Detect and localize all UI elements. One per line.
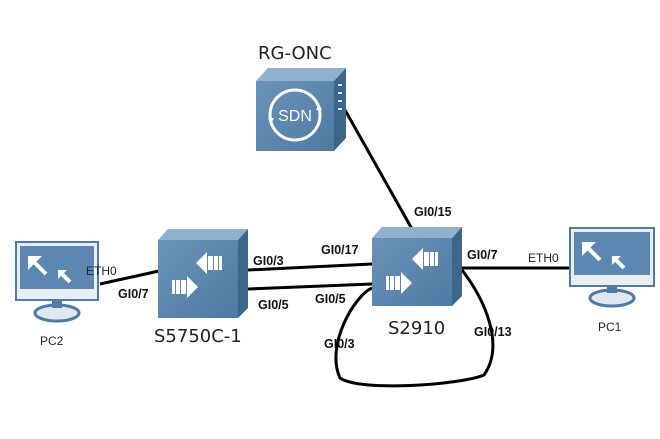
port-label: GI0/7	[118, 287, 149, 301]
pc2-screen	[20, 246, 94, 289]
controller-label: RG-ONC	[258, 43, 332, 64]
switch-s5750[interactable]: S5750C-1	[154, 229, 248, 347]
s5750-label: S5750C-1	[154, 326, 242, 347]
port-label: GI0/3	[324, 337, 355, 351]
pc1-device[interactable]: PC1	[569, 227, 655, 334]
port-label: ETH0	[86, 264, 117, 278]
port-label: GI0/15	[414, 205, 452, 219]
s5750-front-face	[158, 240, 238, 318]
sdn-ring-icon	[268, 88, 322, 142]
port-label: GI0/7	[467, 248, 498, 262]
link-pc2-s5750	[99, 269, 160, 286]
controller-device[interactable]: SDN RG-ONC	[256, 43, 346, 151]
link-s2910-controller	[343, 109, 414, 230]
s2910-label: S2910	[388, 318, 445, 339]
pc2-neck	[52, 300, 62, 308]
port-labels: ETH0 GI0/7 GI0/3 GI0/5 GI0/17 GI0/5 GI0/…	[86, 205, 559, 351]
s2910-top-face	[372, 227, 462, 238]
pc1-neck	[607, 286, 617, 293]
port-label: GI0/3	[253, 254, 284, 268]
link-s5750-s2910-gi03-gi017	[247, 262, 373, 272]
controller-top-face	[256, 68, 346, 81]
s2910-side-face	[452, 227, 462, 306]
sdn-arrow-icon-2	[316, 104, 322, 110]
controller-vent-icon	[338, 84, 342, 110]
pc1-screen	[574, 232, 650, 275]
s2910-front-face	[372, 238, 452, 306]
link-s5750-s2910-gi05-gi05	[247, 282, 373, 291]
pc2-arrows-icon	[28, 256, 72, 284]
pc2-label: PC2	[40, 334, 64, 348]
pc2-device[interactable]: PC2	[15, 241, 99, 348]
link-s2910-loop	[334, 269, 495, 388]
sdn-badge: SDN	[278, 108, 312, 125]
s5750-side-face	[238, 229, 248, 318]
port-label: GI0/17	[321, 243, 359, 257]
switch-s2910[interactable]: S2910	[372, 227, 462, 339]
pc1-arrows-icon	[582, 242, 626, 270]
pc1-label: PC1	[598, 320, 622, 334]
port-label: GI0/5	[258, 298, 289, 312]
sdn-arrow-icon	[268, 118, 274, 124]
port-label: GI0/13	[474, 325, 512, 339]
links	[99, 109, 570, 388]
s5750-top-face	[158, 229, 248, 240]
port-label: GI0/5	[315, 292, 346, 306]
port-label: ETH0	[528, 251, 559, 265]
